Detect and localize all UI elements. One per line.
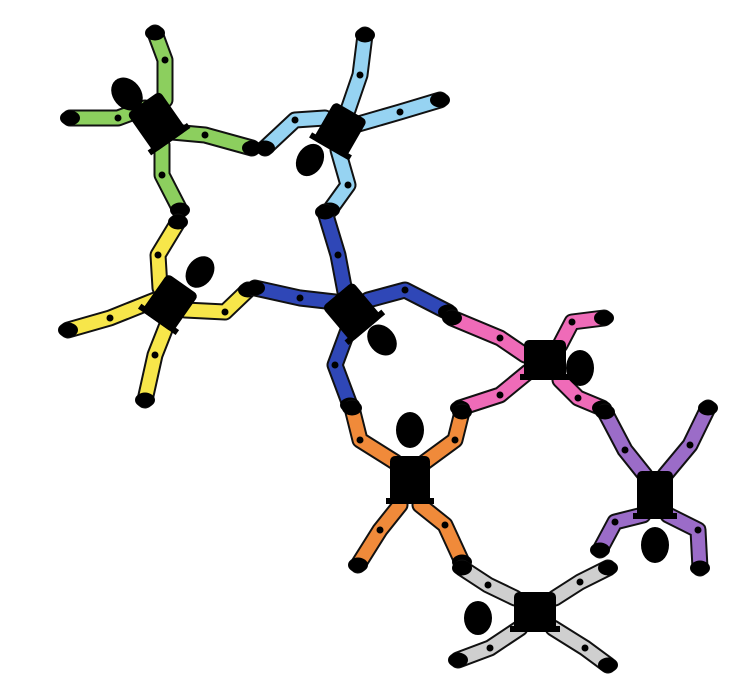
hand (355, 27, 375, 43)
joint-strap (114, 114, 122, 122)
hand (452, 404, 472, 420)
joint-strap (496, 391, 504, 399)
hand (594, 310, 614, 326)
joint-strap (441, 521, 449, 529)
joint-strap (344, 181, 352, 189)
skydiver-purple (590, 399, 718, 577)
joint-strap (581, 644, 589, 652)
hand (168, 214, 188, 230)
joint-strap (451, 436, 459, 444)
harness-band (309, 132, 352, 161)
foot (58, 322, 78, 338)
joint-strap (496, 334, 504, 342)
skydiver-orange (342, 399, 472, 574)
joint-strap (486, 644, 494, 652)
joint-strap (334, 251, 342, 259)
skydiver-gray (448, 559, 618, 674)
head-orange (396, 412, 424, 448)
joint-strap (401, 286, 409, 294)
joint-strap (376, 526, 384, 534)
hand (245, 280, 265, 296)
joint-strap (291, 116, 299, 124)
figures-layer (58, 24, 718, 674)
skydiver-skyblue (255, 26, 450, 219)
foot (170, 202, 190, 218)
foot (348, 557, 368, 573)
harness-band (633, 513, 677, 519)
joint-strap (611, 518, 619, 526)
head-blue (367, 324, 397, 356)
foot (135, 392, 155, 408)
hand (598, 560, 618, 576)
harness-band (510, 626, 560, 632)
foot (448, 652, 468, 668)
hand (315, 204, 335, 220)
harness-band (147, 122, 191, 156)
foot (690, 560, 710, 576)
skydiver-blue (245, 203, 458, 414)
torso-pink (524, 340, 566, 380)
harness-band (137, 303, 180, 336)
head-gray (464, 601, 492, 635)
foot (430, 92, 450, 108)
head-yellow (185, 256, 215, 288)
joint-strap (576, 578, 584, 586)
skydiver-pink (442, 309, 614, 417)
harness-band (344, 309, 386, 346)
head-skyblue (295, 143, 325, 177)
hand (255, 140, 275, 156)
torso-gray (514, 592, 556, 632)
hand (145, 25, 165, 41)
hand (452, 560, 472, 576)
joint-strap (356, 436, 364, 444)
head-purple (641, 527, 669, 563)
joint-strap (161, 56, 169, 64)
harness-band (386, 498, 434, 504)
joint-strap (296, 294, 304, 302)
foot (598, 657, 618, 673)
hand (595, 404, 615, 420)
joint-strap (694, 526, 702, 534)
joint-strap (106, 314, 114, 322)
skydiver-green (60, 24, 262, 219)
joint-strap (484, 581, 492, 589)
hand (60, 110, 80, 126)
torso-purple (637, 471, 673, 519)
head-pink (566, 350, 594, 386)
hand (698, 400, 718, 416)
joint-strap (574, 394, 582, 402)
joint-strap (154, 251, 162, 259)
harness-band (520, 374, 570, 380)
joint-strap (158, 171, 166, 179)
hand (342, 400, 362, 416)
skydiver-yellow (58, 213, 258, 409)
joint-strap (221, 308, 229, 316)
joint-strap (331, 361, 339, 369)
joint-strap (151, 351, 159, 359)
joint-strap (568, 318, 576, 326)
joint-strap (621, 446, 629, 454)
joint-strap (396, 108, 404, 116)
hand (442, 310, 462, 326)
joint-strap (686, 441, 694, 449)
foot (590, 542, 610, 558)
torso-orange (390, 456, 430, 504)
head-green (111, 77, 143, 111)
joint-strap (356, 71, 364, 79)
joint-strap (201, 131, 209, 139)
